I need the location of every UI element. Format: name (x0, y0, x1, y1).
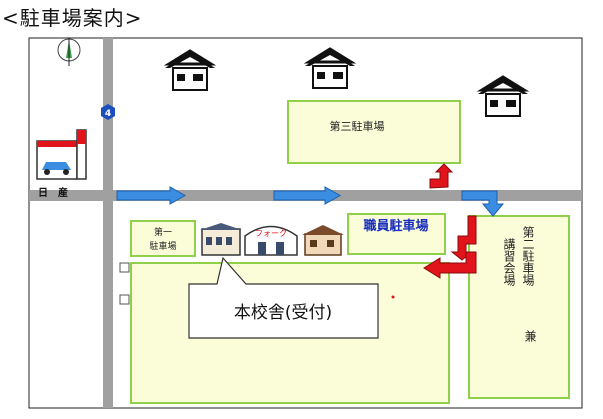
compass-needle-icon (57, 38, 81, 66)
school-building-icon (200, 223, 344, 256)
route-number: 4 (105, 109, 111, 119)
gate-marker (119, 262, 130, 273)
second-parking-lot (468, 215, 570, 399)
car-dealer-icon (36, 129, 87, 180)
building-sign: フォーク (255, 229, 287, 238)
house-icon (303, 47, 357, 89)
landmark-nissan: 日 産 (38, 186, 68, 199)
callout-label: 本校舎(受付) (234, 303, 332, 323)
house-icon (163, 49, 217, 91)
flow-arrow (273, 186, 342, 205)
page-heading: <駐車場案内> (2, 6, 143, 30)
red-turn-arrow (423, 251, 477, 279)
house-icon (476, 75, 530, 117)
gate-marker (119, 294, 130, 305)
route-sign-icon: 4 (101, 104, 115, 120)
marker-dot (391, 295, 395, 299)
road-vertical (103, 38, 113, 408)
third-parking-lot (287, 100, 461, 164)
flow-arrow (461, 190, 505, 217)
staff-lot-label: 職員駐車場 (363, 218, 428, 234)
third-lot-label: 第三駐車場 (330, 119, 385, 133)
staff-parking-lot (347, 213, 446, 255)
first-lot-label-1: 第一 (154, 226, 172, 238)
callout-bubble (188, 256, 379, 339)
first-parking-lot (130, 220, 196, 257)
first-lot-label-2: 駐車場 (149, 240, 176, 252)
red-turn-arrow (429, 163, 454, 189)
second-lot-label-2: 講習会場 (502, 237, 516, 287)
second-lot-label: 第二駐車場 (521, 226, 535, 287)
second-lot-label-3: 兼 (523, 330, 537, 343)
flow-arrow (116, 186, 187, 205)
